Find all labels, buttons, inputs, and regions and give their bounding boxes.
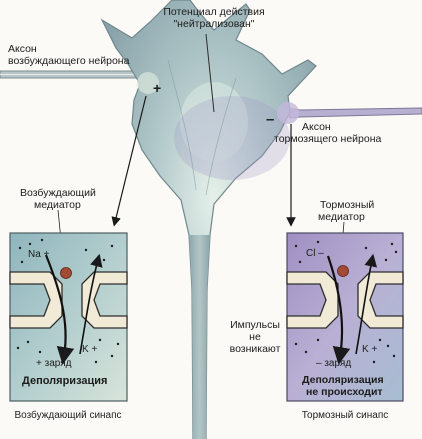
exc-ion-dots (16, 238, 120, 364)
exc-mediator-label-1: Возбуждающий (20, 187, 96, 199)
potential-pointer-line (205, 33, 215, 113)
plus-sign: + (153, 80, 161, 96)
inh-result-2: не происходит (306, 386, 383, 398)
axon-inh-label-2: тормозящего нейрона (274, 133, 382, 145)
axon-exc-label-1: Аксон (8, 43, 37, 55)
excitatory-axon (0, 65, 153, 81)
inh-charge: – заряд (316, 358, 351, 369)
potential-label-1: Потенциал действия (163, 6, 264, 18)
inh-caption: Тормозный синапс (302, 410, 389, 421)
exc-mediator-molecule (60, 267, 72, 279)
exc-charge: + заряд (36, 358, 72, 369)
axon-exc-label-2: возбуждающего нейрона (8, 55, 130, 67)
impulses-label-2: не (249, 331, 261, 343)
exc-caption: Возбуждающий синапс (14, 409, 121, 421)
inh-ion-dots (294, 240, 398, 364)
inh-mediator-molecule (337, 265, 349, 277)
exc-mediator-label-2: медиатор (34, 199, 81, 211)
exc-presynaptic-membrane (9, 271, 63, 329)
inh-ion-in-arrow (326, 255, 351, 365)
exc-arrow (111, 95, 147, 227)
exc-result: Деполяризация (22, 375, 107, 387)
inhibitory-synapse-spot (277, 102, 299, 124)
inhibitory-axon (285, 107, 422, 119)
impulses-label-1: Импульсы (230, 319, 280, 331)
excitatory-synapse-spot (137, 72, 159, 94)
inh-mediator-label-2: медиатор (318, 211, 365, 223)
inh-ion-out: K + (362, 344, 377, 355)
inh-result-1: Деполяризация (302, 374, 384, 386)
impulses-label-3: возникают (230, 343, 281, 355)
exc-ion-in-arrow (44, 254, 75, 365)
exc-ion-out: K + (82, 344, 97, 355)
exc-postsynaptic-membrane (81, 271, 128, 329)
minus-sign: – (266, 111, 274, 128)
inh-ion-out-arrow (355, 253, 378, 355)
inh-ion-in: Cl – (306, 248, 324, 259)
exc-ion-in: Na + (28, 249, 50, 260)
potential-label-2: "нейтрализован" (173, 18, 254, 30)
axon-inh-label-1: Аксон (302, 121, 331, 133)
exc-ion-out-arrow (79, 253, 103, 355)
inh-postsynaptic-membrane (357, 271, 404, 329)
inh-mediator-label-1: Тормозный (320, 199, 374, 211)
inhibitory-synapse-box: Cl – K + – заряд Деполяризация не происх… (286, 232, 404, 402)
neuron-body (100, 0, 317, 439)
excitatory-synapse-box: Na + K + + заряд Деполяризация (9, 232, 128, 402)
